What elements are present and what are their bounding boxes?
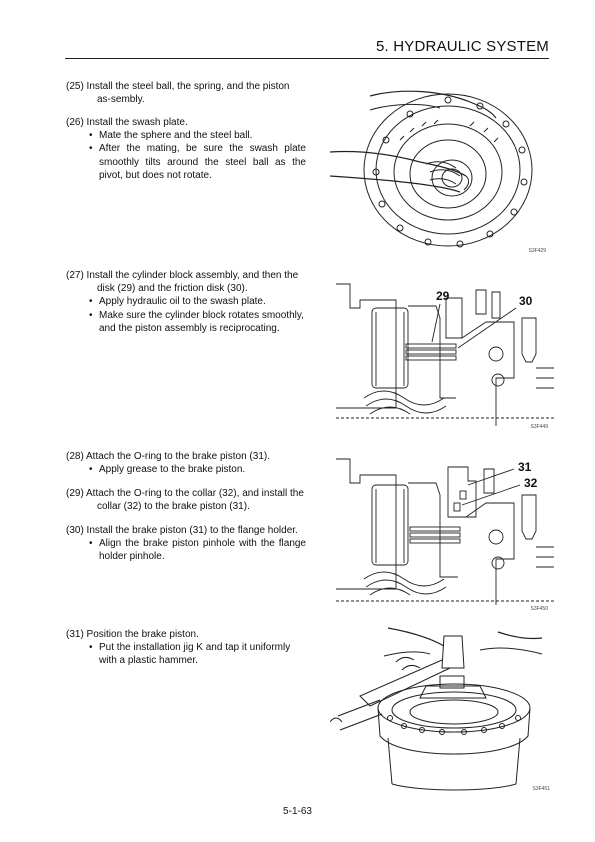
figure-brake-piston-section: 31 32 S3F450: [336, 455, 554, 612]
header-rule: [65, 58, 549, 59]
figure-code: S3F429: [528, 248, 546, 254]
figure-swash-plate-install: S3F429: [330, 80, 552, 260]
step-title: (28) Attach the O-ring to the brake pist…: [66, 451, 270, 462]
step-bullet: Apply hydraulic oil to the swash plate.: [99, 296, 266, 308]
hammer-jig-illustration: [330, 627, 543, 791]
step-25: (25) Install the steel ball, the spring,…: [66, 80, 306, 106]
bullet-mark: •: [89, 538, 93, 550]
bullet-mark: •: [89, 143, 93, 155]
figure-hammer-jig: S3F451: [330, 626, 554, 794]
brake-piston-cross-section: [336, 458, 554, 605]
step-bullet: Mate the sphere and the steel ball.: [99, 130, 253, 142]
bullet-mark: •: [89, 309, 93, 321]
step-bullet: Apply grease to the brake piston.: [99, 464, 246, 476]
step-bullet: Align the brake piston pinhole with the …: [99, 538, 306, 563]
callout-brake-piston: 31: [518, 460, 532, 474]
step-27: (27) Install the cylinder block assembly…: [66, 269, 306, 335]
step-bullet: Put the installation jig K and tap it un…: [99, 642, 291, 667]
step-title: (25) Install the steel ball, the spring,…: [66, 81, 290, 106]
cylinder-block-cross-section: [336, 283, 554, 426]
callout-disk: 29: [436, 289, 450, 303]
swash-plate-illustration: [330, 90, 533, 248]
step-title: (31) Position the brake piston.: [66, 629, 199, 640]
figure-code: S3F450: [530, 606, 548, 612]
callout-friction-disk: 30: [519, 294, 533, 308]
figure-code: S3F449: [530, 424, 548, 430]
bullet-mark: •: [89, 296, 93, 308]
step-title: (26) Install the swash plate.: [66, 117, 188, 128]
step-bullet: After the mating, be sure the swash plat…: [99, 143, 306, 181]
step-28: (28) Attach the O-ring to the brake pist…: [66, 450, 306, 476]
bullet-mark: •: [89, 642, 93, 654]
step-31: (31) Position the brake piston. • Put the…: [66, 628, 306, 668]
bullet-mark: •: [89, 130, 93, 142]
bullet-mark: •: [89, 464, 93, 476]
step-bullet: Make sure the cylinder block rotates smo…: [99, 309, 304, 334]
figure-code: S3F451: [532, 786, 550, 792]
step-30: (30) Install the brake piston (31) to th…: [66, 524, 306, 564]
page-number: 5-1-63: [283, 806, 312, 817]
step-29: (29) Attach the O-ring to the collar (32…: [66, 487, 306, 513]
step-title: (27) Install the cylinder block assembly…: [66, 270, 299, 295]
figure-cylinder-block-section: 29 30 S3F449: [336, 278, 554, 430]
step-title: (30) Install the brake piston (31) to th…: [66, 525, 298, 536]
section-title: 5. HYDRAULIC SYSTEM: [375, 38, 549, 55]
step-title: (29) Attach the O-ring to the collar (32…: [66, 488, 304, 513]
callout-collar: 32: [524, 476, 538, 490]
step-26: (26) Install the swash plate. • Mate the …: [66, 116, 306, 182]
